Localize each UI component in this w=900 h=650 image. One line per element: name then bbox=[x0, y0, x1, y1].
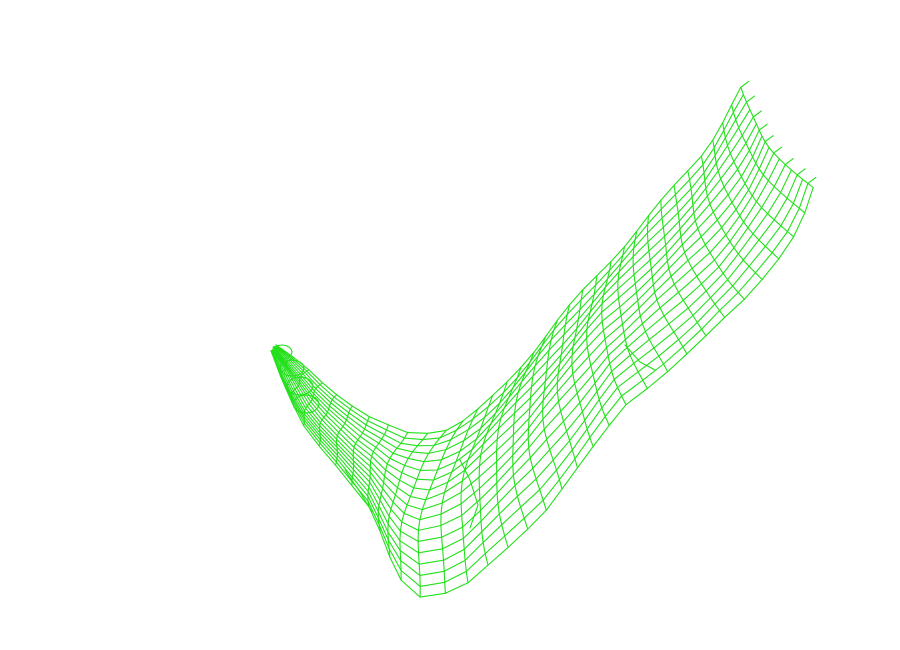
mesh-ring-line bbox=[387, 432, 429, 558]
shin-accent-line bbox=[624, 344, 656, 371]
toe-loop-line bbox=[279, 359, 305, 377]
mesh-ring-line bbox=[617, 246, 648, 390]
mesh-longitudinal-line bbox=[276, 101, 748, 447]
mesh-ring-line bbox=[601, 260, 627, 406]
mesh-longitudinal-line bbox=[273, 164, 786, 542]
cut-edge-stub-line bbox=[740, 80, 750, 88]
mesh-ring-line bbox=[586, 275, 610, 426]
mesh-ring-line bbox=[542, 319, 563, 490]
mesh-longitudinal-line bbox=[272, 135, 763, 491]
mesh-ring-line bbox=[460, 394, 494, 584]
mesh-ring-line bbox=[673, 184, 726, 318]
toe-loop-line bbox=[292, 394, 320, 414]
mesh-longitudinal-line bbox=[270, 178, 804, 576]
mesh-ring-line bbox=[478, 381, 508, 566]
mesh-longitudinal-line bbox=[271, 174, 798, 565]
mesh-longitudinal-line bbox=[272, 169, 792, 554]
mesh-longitudinal-line bbox=[272, 129, 760, 481]
mesh-ring-line bbox=[417, 420, 464, 598]
cut-edge-stub-line bbox=[773, 146, 783, 154]
mesh-longitudinal-line bbox=[270, 186, 814, 598]
mesh-longitudinal-line bbox=[274, 116, 754, 463]
mesh-longitudinal-line bbox=[275, 86, 742, 434]
mesh-ring-line bbox=[440, 408, 479, 594]
mesh-longitudinal-line bbox=[273, 146, 770, 511]
mesh-ring-line bbox=[571, 289, 594, 448]
mesh-longitudinal-line bbox=[275, 109, 751, 454]
cut-edge-stub-line bbox=[796, 168, 806, 176]
toe-loop-line bbox=[271, 344, 293, 360]
mesh-ring-line bbox=[646, 215, 688, 355]
mesh-longitudinal-line bbox=[274, 158, 780, 531]
mesh-longitudinal-line bbox=[273, 152, 775, 521]
mesh-lines-group bbox=[270, 80, 817, 598]
ankle-accent-line bbox=[459, 459, 479, 529]
mesh-longitudinal-line bbox=[272, 141, 766, 501]
mesh-longitudinal-line bbox=[273, 123, 757, 471]
mesh-longitudinal-line bbox=[275, 94, 744, 441]
cut-edge-stub-line bbox=[758, 123, 768, 131]
mesh-ring-line bbox=[556, 304, 579, 469]
mesh-ring-line bbox=[712, 139, 780, 260]
heel-accent-line bbox=[344, 469, 373, 513]
mesh-ring-line bbox=[731, 104, 806, 214]
cut-edge-stub-line bbox=[752, 110, 762, 118]
mesh-ring-line bbox=[660, 199, 707, 337]
mesh-ring-line bbox=[700, 155, 763, 281]
cut-edge-stub-line bbox=[784, 158, 794, 166]
mesh-ring-line bbox=[740, 86, 814, 189]
mesh-ring-line bbox=[527, 335, 547, 511]
cut-edge-stub-line bbox=[764, 135, 774, 143]
mesh-ring-line bbox=[399, 429, 447, 581]
toe-loop-line bbox=[286, 376, 314, 396]
cut-edge-stub-line bbox=[745, 95, 756, 103]
mesh-ring-line bbox=[722, 122, 795, 238]
cut-edge-stub-line bbox=[807, 176, 817, 184]
mesh-longitudinal-line bbox=[270, 182, 809, 587]
mesh-ring-line bbox=[632, 230, 669, 373]
mesh-ring-line bbox=[687, 170, 745, 300]
